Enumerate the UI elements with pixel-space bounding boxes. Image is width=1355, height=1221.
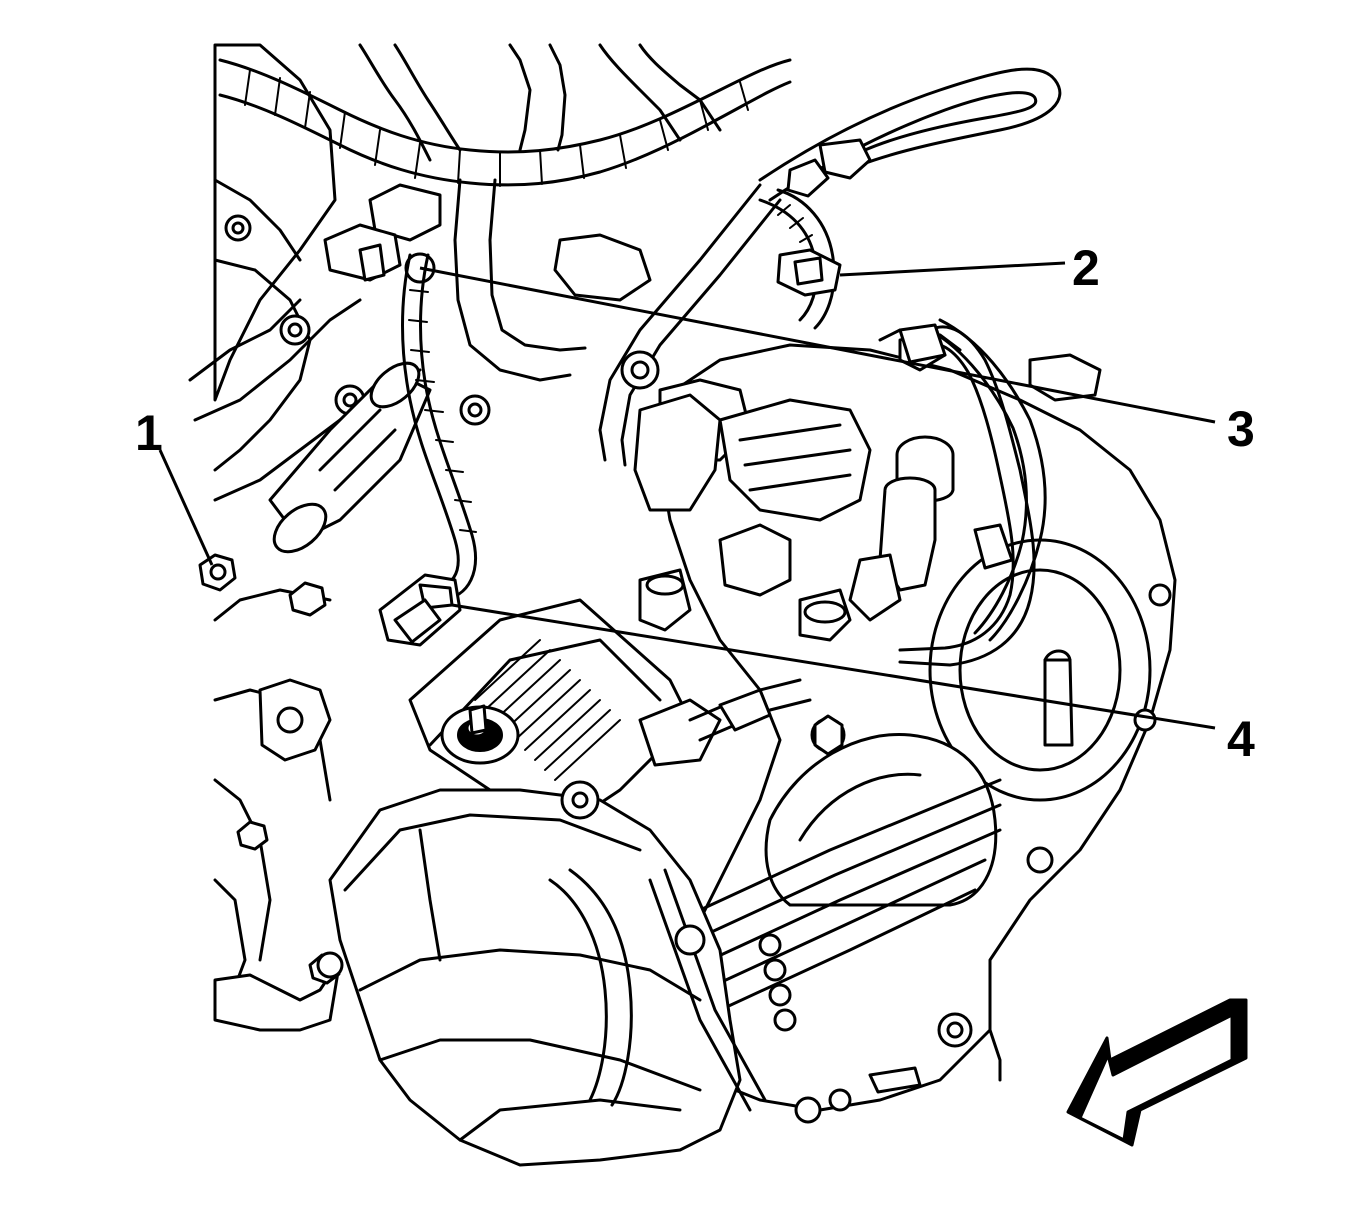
oil-pan [316, 780, 767, 1167]
callout-labels: 1 2 3 4 [135, 240, 1255, 767]
callout-label-2: 2 [1072, 240, 1100, 296]
callout-leaders [158, 261, 1216, 730]
leader-line-4 [451, 603, 1216, 730]
engine-block [188, 43, 432, 1032]
mount-bolt [198, 553, 237, 592]
callout-label-4: 4 [1227, 711, 1255, 767]
front-direction-arrow-icon [1066, 998, 1248, 1147]
control-module [378, 573, 812, 832]
callout-label-3: 3 [1227, 401, 1255, 457]
module-electrical-connector [378, 573, 462, 647]
wiring-harness [218, 43, 842, 330]
leader-line-1 [158, 449, 214, 566]
harness-connector [358, 243, 386, 282]
center-pipes [323, 178, 660, 602]
leader-line-2 [839, 261, 1066, 277]
coolant-hose [598, 67, 1062, 467]
transmission-housing [658, 318, 1177, 1124]
module-fins [474, 639, 621, 781]
leader-line-3 [419, 266, 1216, 424]
callout-label-1: 1 [135, 405, 163, 461]
transmission-top-components [633, 323, 1036, 756]
